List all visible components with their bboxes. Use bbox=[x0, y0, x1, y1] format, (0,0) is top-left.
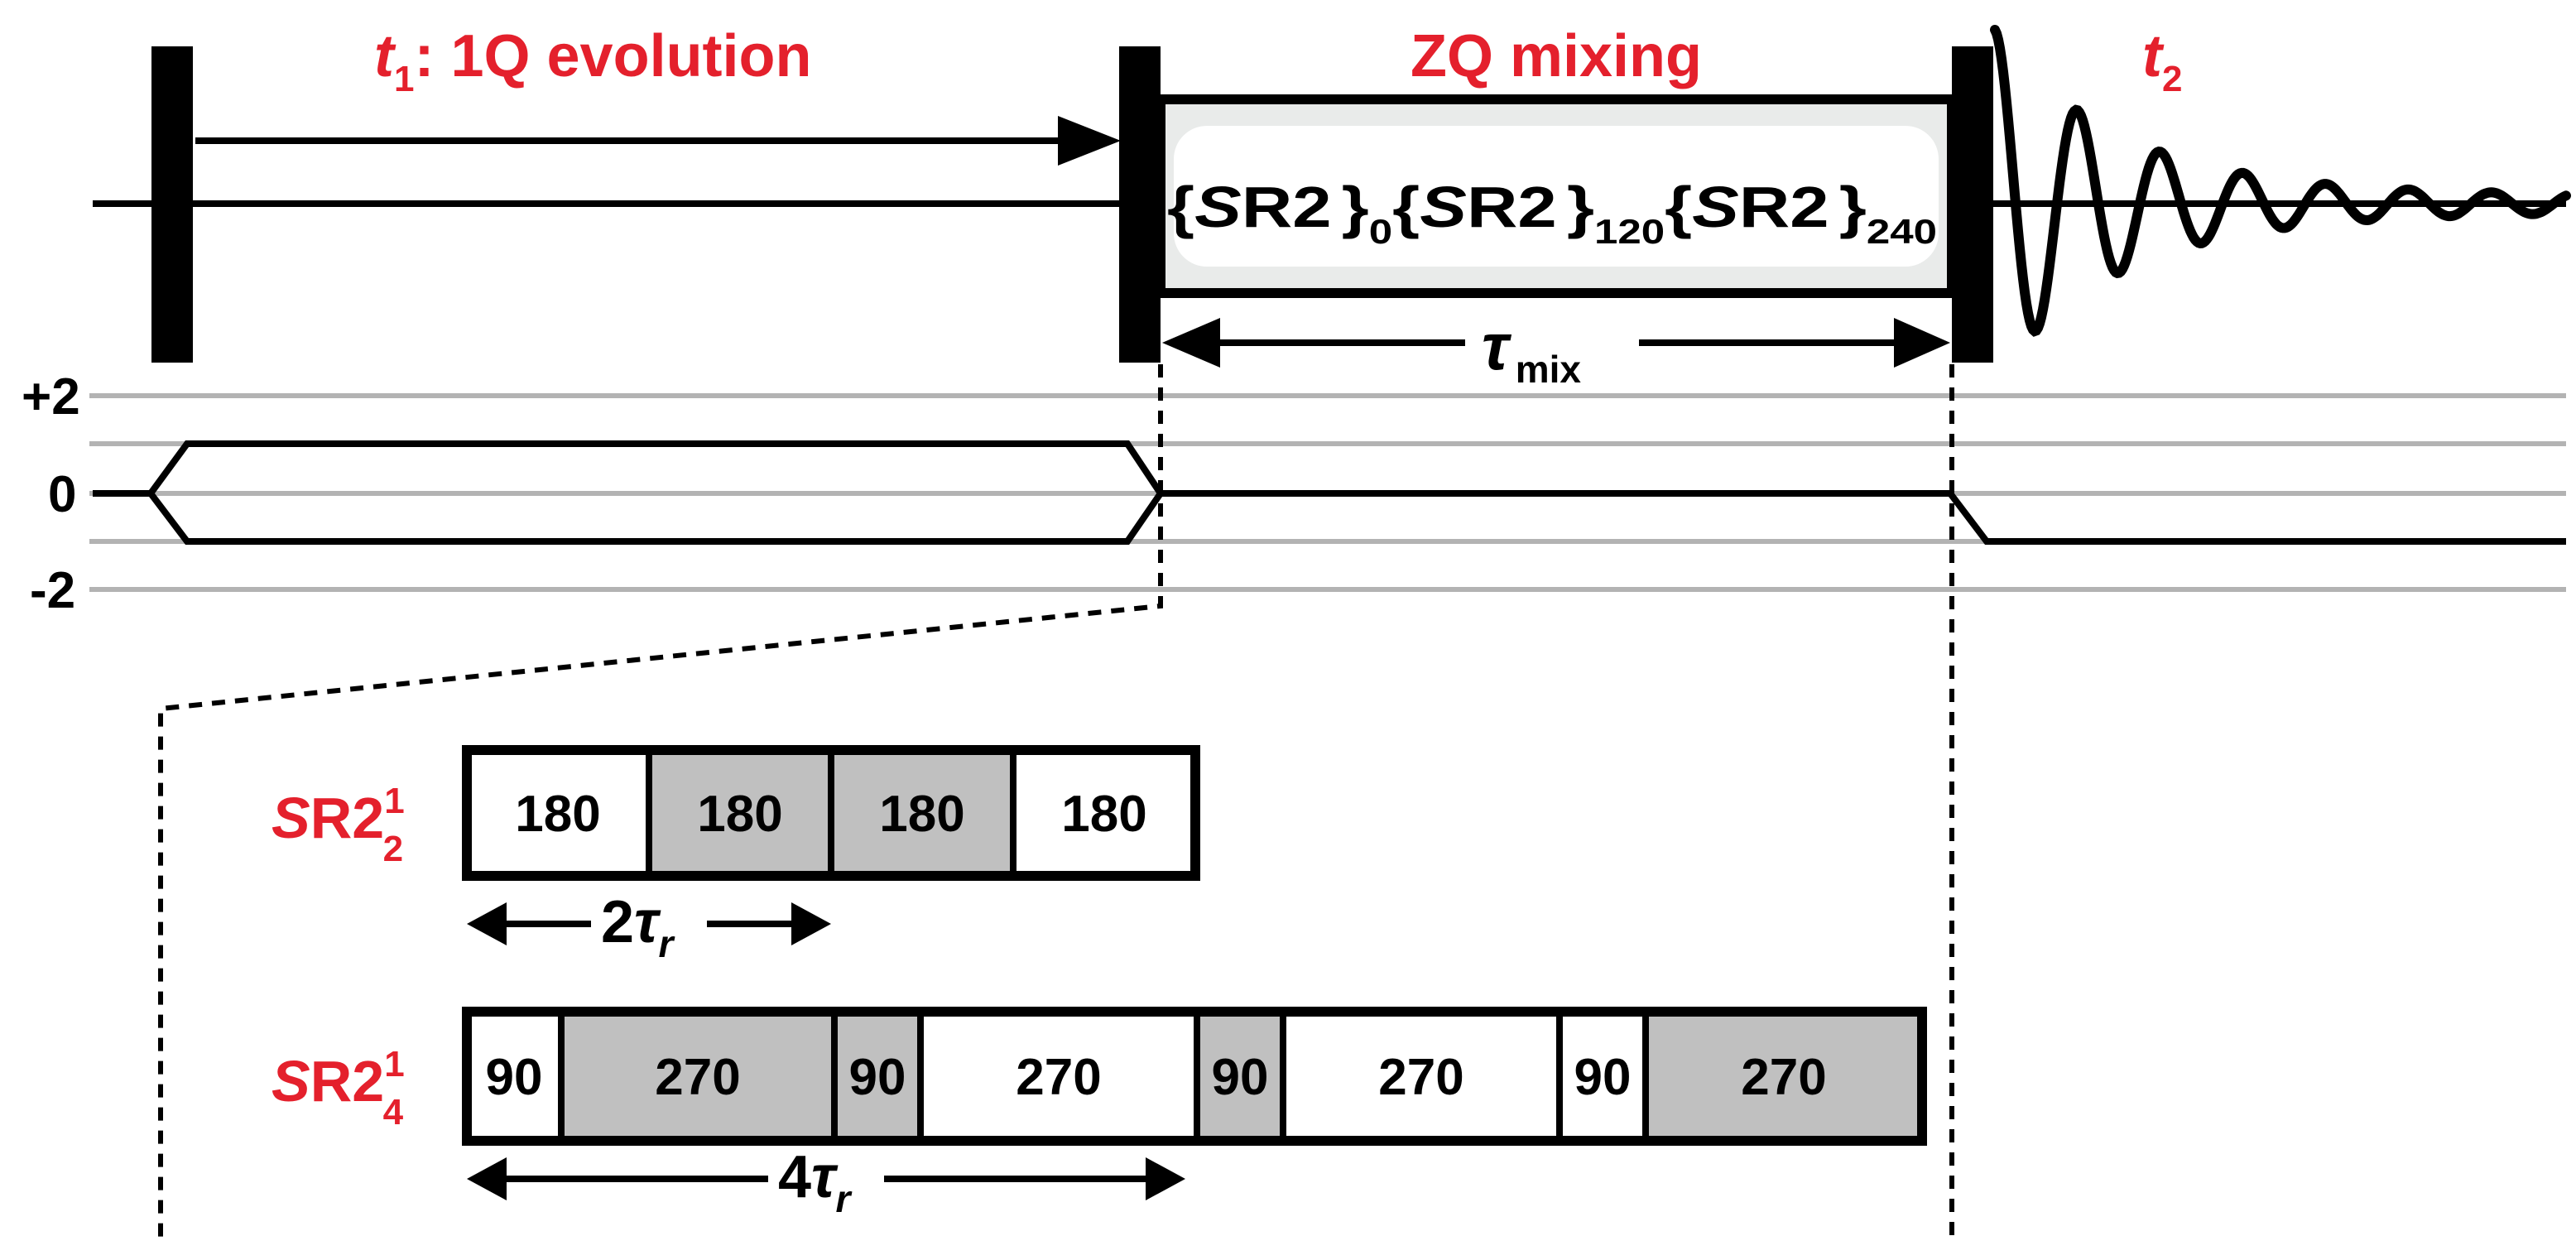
tau-mix-arrowhead-right bbox=[1894, 318, 1950, 368]
pulse-box-label: 90 bbox=[849, 1049, 906, 1106]
period-label: 4τr bbox=[778, 1144, 852, 1220]
pulse-box-label: 90 bbox=[486, 1049, 543, 1106]
coherence-pathway-lower bbox=[147, 491, 1164, 545]
pulse-box-label: 90 bbox=[1212, 1049, 1269, 1106]
period-arrowhead-right bbox=[1146, 1157, 1185, 1200]
pulse-box-label: 270 bbox=[1016, 1049, 1101, 1106]
pulse-box-label: 90 bbox=[1574, 1049, 1632, 1106]
t1-label: t1: 1Q evolution bbox=[374, 23, 812, 99]
zq-mixing-label: ZQ mixing bbox=[1411, 23, 1702, 89]
period-arrowhead-left bbox=[467, 1157, 507, 1200]
t1-text: : 1Q evolution bbox=[414, 23, 811, 89]
t1-subscript: 1 bbox=[394, 59, 414, 99]
fid-signal bbox=[1990, 25, 2571, 337]
period-label: 2τr bbox=[601, 889, 675, 965]
coherence-label-minus2: -2 bbox=[30, 562, 75, 619]
tau-mix-arrowhead-left bbox=[1162, 318, 1220, 368]
t2-label: t2 bbox=[2142, 23, 2182, 99]
pulse-box-label: 270 bbox=[1378, 1049, 1463, 1106]
third-pulse bbox=[1952, 46, 1993, 363]
zq-mixing-inner bbox=[1174, 126, 1939, 267]
first-pulse bbox=[151, 46, 193, 363]
pulse-box-label: 180 bbox=[1061, 786, 1146, 843]
sequence-outline bbox=[462, 745, 1200, 881]
zoom-dashed-left bbox=[158, 364, 1163, 1242]
coherence-label-0: 0 bbox=[48, 466, 76, 523]
pulse-box bbox=[464, 747, 652, 879]
pulse-box-label: 180 bbox=[697, 786, 782, 843]
pulse-box-label: 180 bbox=[879, 786, 964, 843]
pulse-box bbox=[828, 747, 1016, 879]
second-pulse bbox=[1119, 46, 1161, 363]
pulse-box-label: 270 bbox=[655, 1049, 740, 1106]
sequence-outline bbox=[462, 1007, 1927, 1146]
period-arrowhead-left bbox=[467, 902, 507, 945]
t1-arrowhead bbox=[1058, 116, 1121, 166]
t1-letter: t bbox=[374, 23, 396, 89]
coherence-label-plus2: +2 bbox=[22, 368, 80, 426]
pulse-box-label: 180 bbox=[515, 786, 600, 843]
pulse-box-label: 270 bbox=[1741, 1049, 1826, 1106]
period-arrowhead-right bbox=[791, 902, 831, 945]
coherence-pathway bbox=[93, 440, 2566, 545]
